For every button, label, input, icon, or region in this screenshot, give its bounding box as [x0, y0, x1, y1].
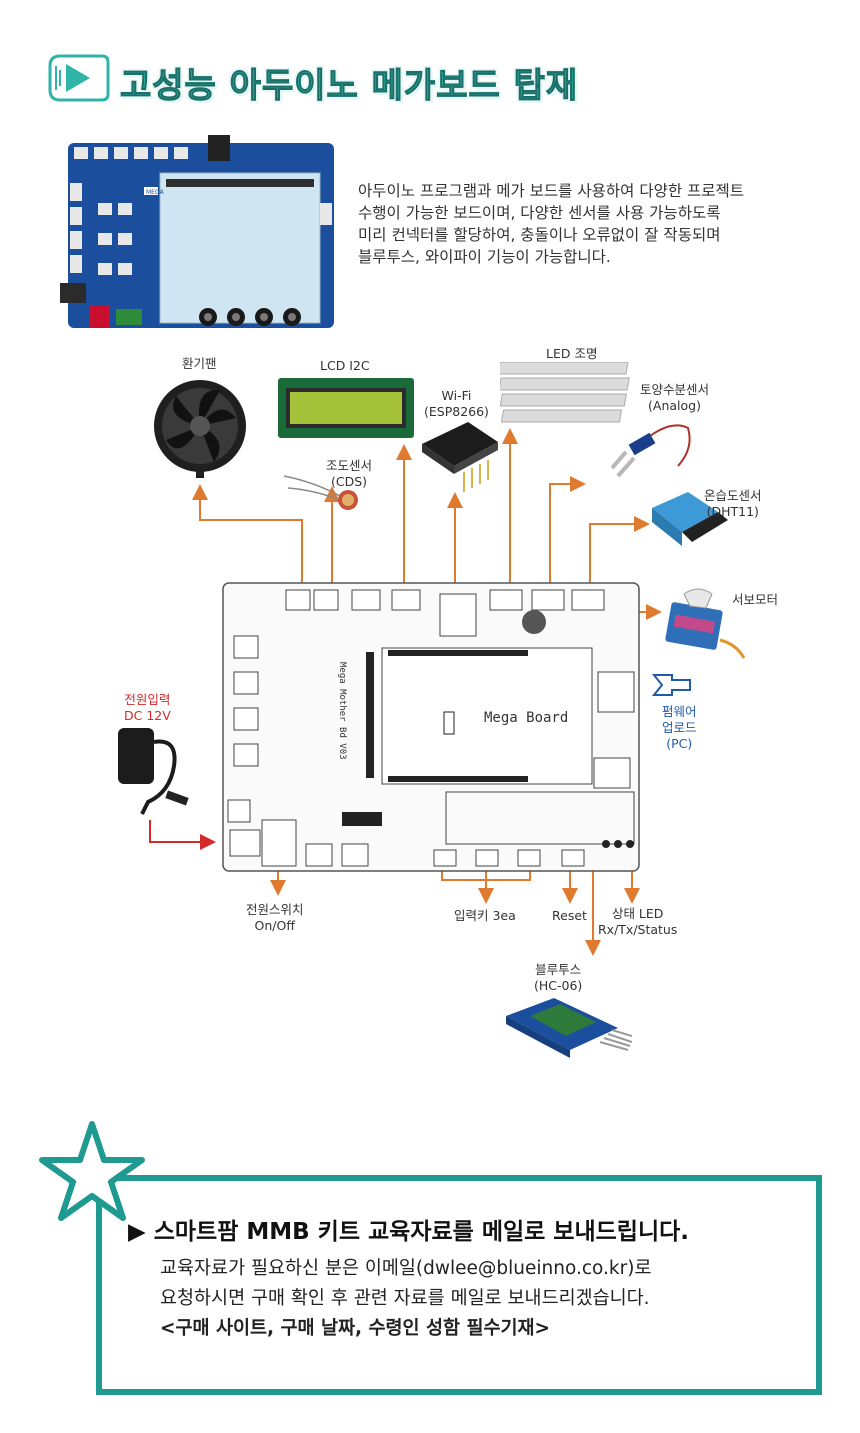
mega-text: MEGA — [146, 189, 165, 196]
notice-body: 교육자료가 필요하신 분은 이메일(dwlee@blueinno.co.kr)로… — [160, 1254, 651, 1344]
bluetooth-module-image — [506, 998, 632, 1058]
lcd-label: LCD I2C — [320, 358, 370, 373]
lcd-image — [278, 378, 414, 438]
notice-required-line: <구매 사이트, 구매 날짜, 수령인 성함 필수기재> — [160, 1318, 551, 1339]
notice-headline-text: 스마트팜 MMB 키트 교육자료를 메일로 보내드립니다. — [153, 1219, 689, 1245]
dht-label: 온습도센서(DHT11) — [704, 488, 762, 519]
board-description: 아두이노 프로그램과 메가 보드를 사용하여 다양한 프로젝트 수행이 가능한 … — [358, 180, 828, 268]
soil-sensor-image — [610, 424, 691, 478]
cds-label: 조도센서(CDS) — [326, 458, 373, 489]
connection-arrows — [149, 428, 691, 956]
upload-arrow-icon — [651, 674, 691, 696]
description-line: 미리 컨넥터를 할당하여, 충돌이나 오류없이 잘 작동되며 — [358, 226, 721, 244]
board-name-text: Mega Board — [484, 710, 568, 726]
wifi-module-image — [422, 422, 498, 492]
soil-sensor-label: 토양수분센서(Analog) — [640, 382, 710, 413]
notice-headline: ▶ 스마트팜 MMB 키트 교육자료를 메일로 보내드립니다. — [128, 1212, 689, 1246]
led-strip-image — [500, 362, 630, 423]
notice-box — [96, 1175, 822, 1395]
notice-marker: ▶ — [128, 1219, 146, 1245]
board-version-text: Mega Mother Bd V03 — [337, 662, 347, 760]
servo-motor-image — [665, 588, 746, 659]
mother-board-diagram: Mega Board Mega Mother Bd V03 — [222, 582, 640, 872]
description-line: 아두이노 프로그램과 메가 보드를 사용하여 다양한 프로젝트 — [358, 182, 745, 200]
input-keys-label: 입력키 3ea — [454, 908, 516, 923]
play-logo-icon — [48, 54, 110, 102]
servo-label: 서보모터 — [732, 592, 779, 607]
cds-sensor-image — [284, 475, 358, 510]
dht11-sensor-image — [652, 492, 728, 546]
mega-board-photo: MEGA — [60, 135, 334, 328]
bluetooth-label: 블루투스(HC-06) — [534, 962, 583, 993]
description-line: 블루투스, 와이파이 기능이 가능합니다. — [358, 248, 611, 266]
notice-line: 요청하시면 구매 확인 후 관련 자료를 메일로 보내드리겠습니다. — [160, 1288, 650, 1309]
notice-line: 교육자료가 필요하신 분은 이메일(dwlee@blueinno.co.kr)로 — [160, 1258, 652, 1279]
fan-image — [154, 380, 246, 478]
fan-label: 환기팬 — [182, 356, 217, 371]
page-title: 고성능 아두이노 메가보드 탑재 — [119, 66, 579, 107]
wifi-label: Wi-Fi(ESP8266) — [424, 388, 489, 419]
led-label: LED 조명 — [546, 346, 598, 361]
reset-label: Reset — [552, 908, 587, 923]
star-icon — [39, 1121, 145, 1221]
description-line: 수행이 가능한 보드이며, 다양한 센서를 사용 가능하도록 — [358, 204, 721, 222]
power-adapter-image — [118, 728, 189, 815]
